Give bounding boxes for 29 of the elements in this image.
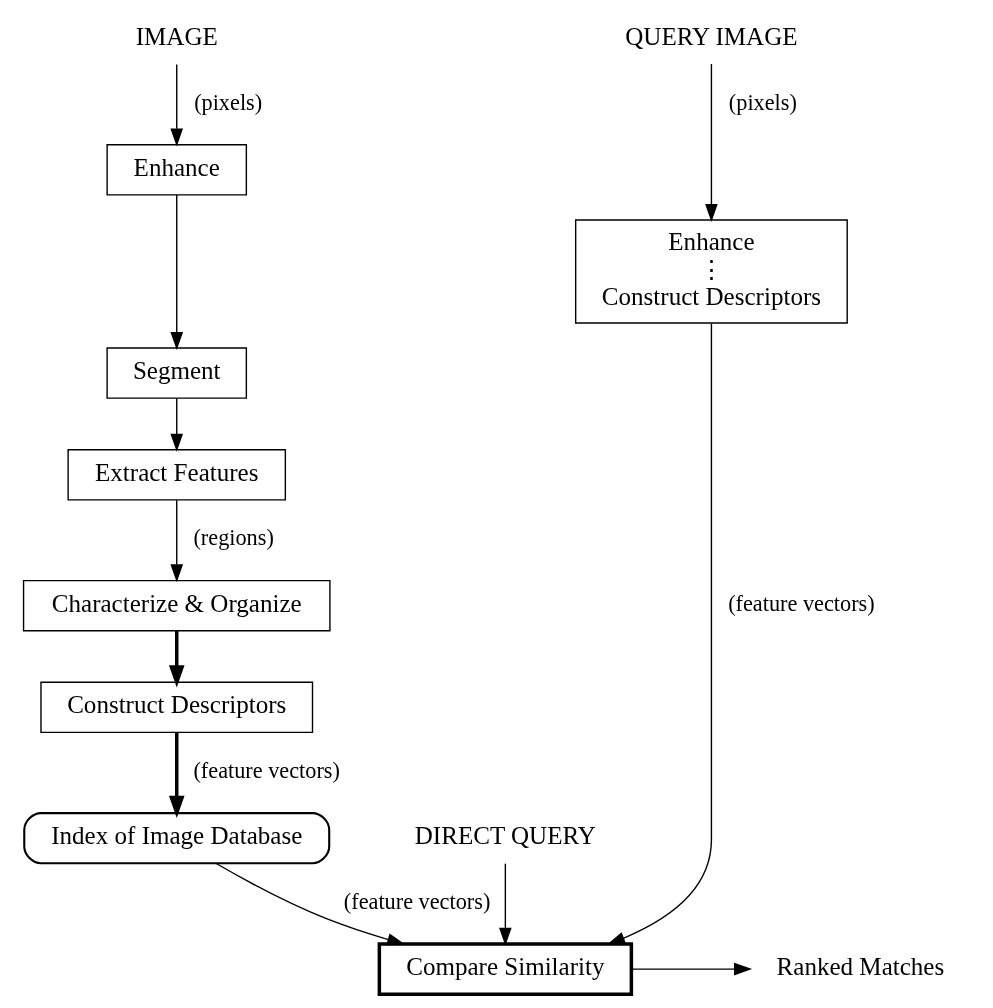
node-box: Index of Image Database: [22, 812, 330, 865]
arrow: [168, 631, 185, 688]
edge-label: (feature vectors): [727, 590, 875, 616]
arrow: [168, 732, 185, 819]
arrow: [169, 499, 183, 583]
node-box: Characterize & Organize: [22, 579, 331, 632]
arrow: [169, 397, 183, 452]
node-text: QUERY IMAGE: [624, 23, 798, 51]
edge-label: (pixels): [728, 89, 797, 115]
node-box: Construct Descriptors: [39, 681, 313, 734]
node-text: Ranked Matches: [776, 953, 944, 981]
node-text: IMAGE: [135, 23, 218, 51]
arrow: [498, 862, 512, 946]
arrow: [169, 63, 183, 147]
arrow: [630, 962, 752, 976]
edge-label: (feature vectors): [343, 888, 490, 914]
node-box: Segment: [105, 347, 247, 399]
arrow: [169, 194, 183, 351]
edge-label: (feature vectors): [192, 758, 340, 784]
node-box: Enhance: [105, 144, 247, 196]
edge-label: (pixels): [193, 89, 262, 115]
arrow: [704, 63, 718, 222]
node-box: Enhance ⋮ Construct Descriptors: [574, 219, 848, 324]
arrow: [606, 322, 712, 945]
node-box: Extract Features: [66, 449, 286, 501]
node-box: Compare Similarity: [377, 942, 633, 996]
arrow: [214, 862, 405, 946]
node-text: DIRECT QUERY: [414, 822, 596, 850]
edge-label: (regions): [192, 525, 274, 551]
